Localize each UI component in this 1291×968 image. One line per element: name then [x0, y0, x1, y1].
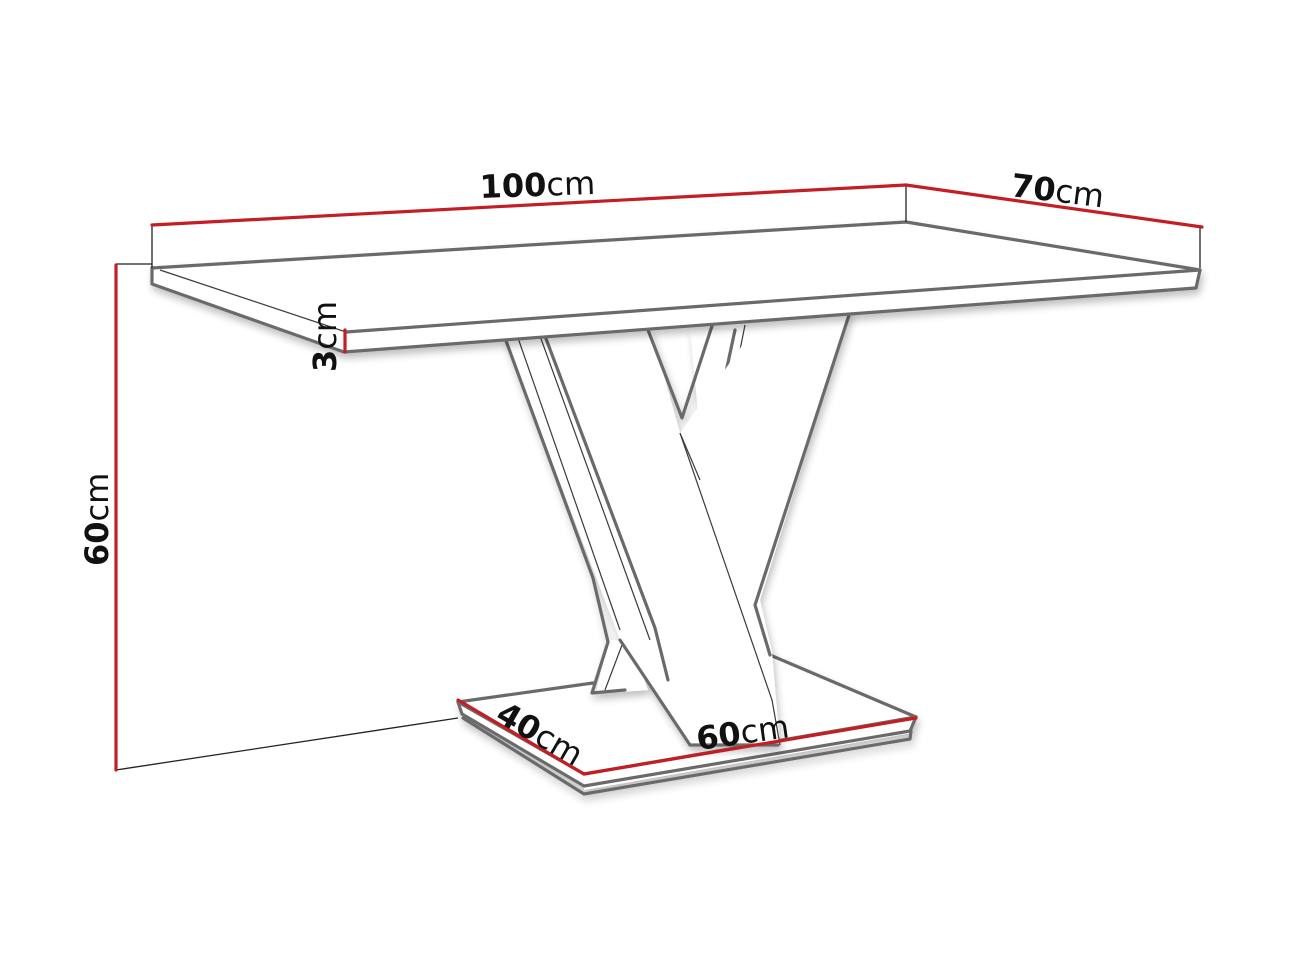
dimension-lines	[114, 183, 1204, 776]
pedestal-legs	[503, 310, 852, 747]
table-top	[150, 220, 1202, 354]
label-top-thickness: 3cm	[306, 301, 344, 372]
dim-line-base-length	[582, 716, 918, 776]
label-top-depth: 70cm	[1009, 166, 1106, 215]
dim-line-top-depth	[904, 183, 1204, 229]
extension-lines	[115, 186, 1201, 771]
label-base-length: 60cm	[694, 707, 792, 758]
label-top-length: 100cm	[479, 164, 596, 206]
label-height: 60cm	[78, 473, 116, 566]
dim-line-base-depth	[456, 698, 586, 776]
dim-line-top-length	[150, 183, 908, 227]
dimension-labels: 100cm 70cm 3cm 60cm 40cm 60cm	[78, 164, 1106, 774]
